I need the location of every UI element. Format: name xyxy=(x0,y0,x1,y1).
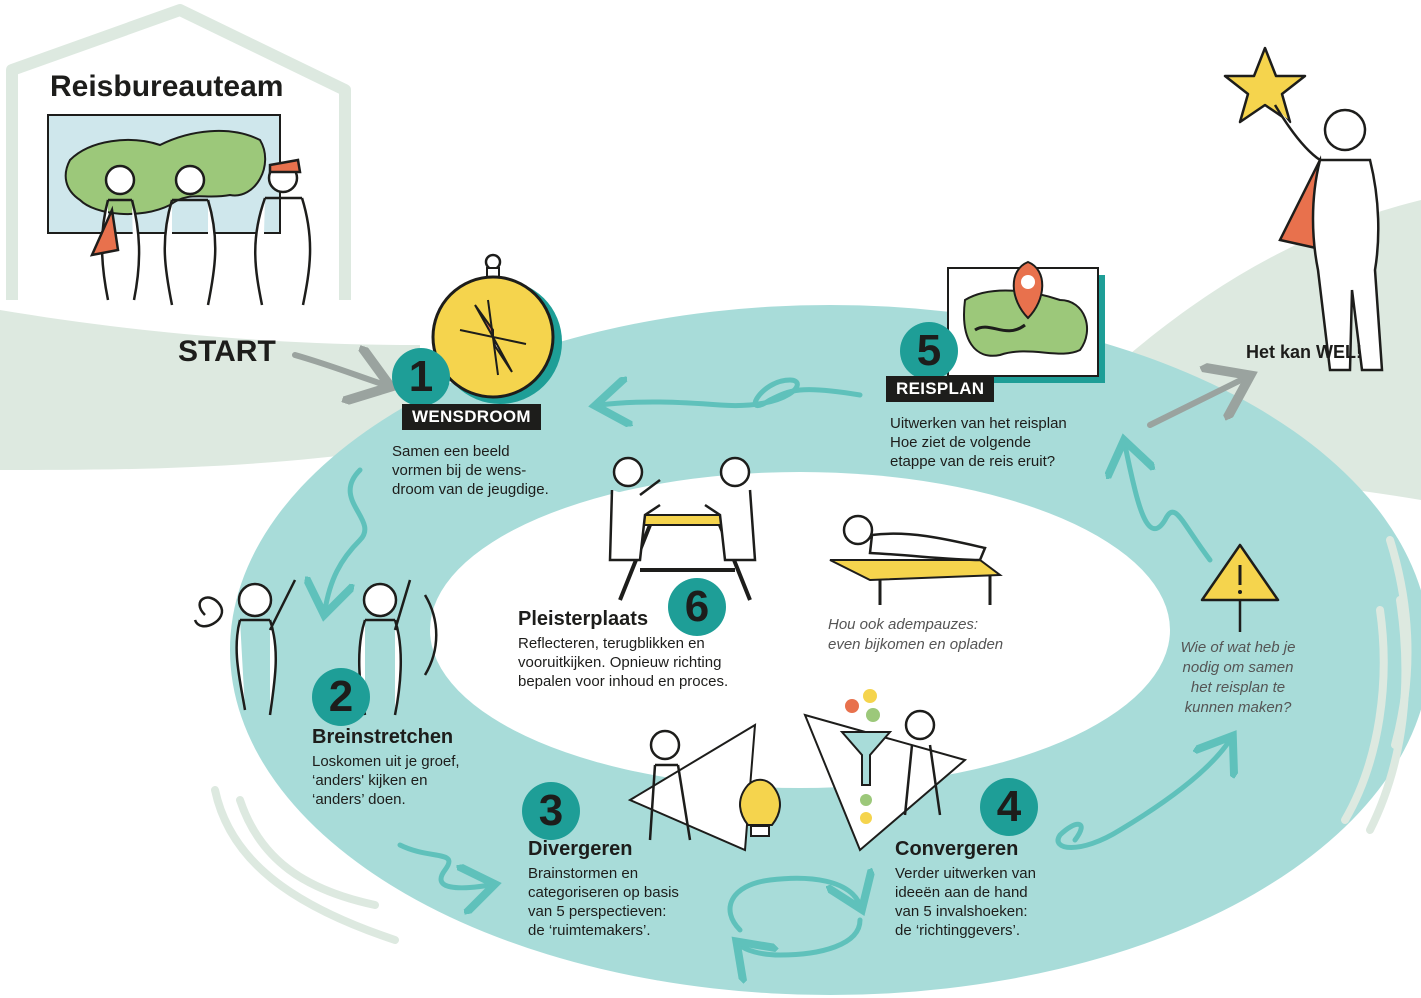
step-6-number: 6 xyxy=(668,578,726,636)
spin-scribbles xyxy=(193,594,438,676)
step-2-description: Loskomen uit je groef, ‘anders' kijken e… xyxy=(312,753,460,808)
step-1-number: 1 xyxy=(392,348,450,406)
funnel-icon xyxy=(839,689,893,824)
warning-note: Wie of wat heb je nodig om samen het rei… xyxy=(1180,639,1296,716)
step-3-description: Brainstormen en categoriseren op basis v… xyxy=(528,865,679,939)
step-4-title: Convergeren xyxy=(895,838,1019,860)
step-4-description: Verder uitwerken van ideeën aan de hand … xyxy=(895,865,1036,939)
star-icon xyxy=(1223,46,1307,124)
team-title: Reisbureauteam xyxy=(50,70,284,103)
finish-label: Het kan WEL! xyxy=(1246,342,1363,362)
step-3-number: 3 xyxy=(522,782,580,840)
step-4-number: 4 xyxy=(980,778,1038,836)
team-map xyxy=(47,114,281,234)
step-1-badge: WENSDROOM xyxy=(402,404,541,430)
step-6-description: Reflecteren, terugblikken en vooruitkijk… xyxy=(518,635,729,690)
lightbulb-icon xyxy=(739,778,781,837)
step-3-title: Divergeren xyxy=(528,838,633,860)
step-6-title: Pleisterplaats xyxy=(518,608,649,630)
team-figures xyxy=(89,158,312,306)
step-2-number: 2 xyxy=(312,668,370,726)
step-5-description: Uitwerken van het reisplan Hoe ziet de v… xyxy=(890,415,1067,470)
gray-arrows xyxy=(292,355,1245,428)
step-1-description: Samen een beeld vormen bij de wens- droo… xyxy=(392,443,549,498)
stretching-figures xyxy=(235,579,412,716)
start-band xyxy=(0,310,420,470)
step-2-title: Breinstretchen xyxy=(312,726,454,748)
motion-lines xyxy=(211,536,1412,944)
house-outline xyxy=(6,4,351,300)
step-5-badge: REISPLAN xyxy=(886,376,995,402)
start-label: START xyxy=(178,335,276,368)
resting-figure xyxy=(829,514,1003,605)
seated-figures xyxy=(608,456,757,562)
step-5-number: 5 xyxy=(900,322,958,380)
flow-arrows xyxy=(325,380,1230,888)
compass-icon xyxy=(431,253,562,404)
divergeren-figure xyxy=(627,723,757,852)
map-pin-icon xyxy=(1012,260,1044,320)
cycle-arrows-icon xyxy=(727,878,860,955)
rest-note: Hou ook adempauzes: even bijkomen en opl… xyxy=(828,616,1004,653)
warning-icon xyxy=(1200,543,1280,632)
hero-figure xyxy=(1273,104,1384,372)
